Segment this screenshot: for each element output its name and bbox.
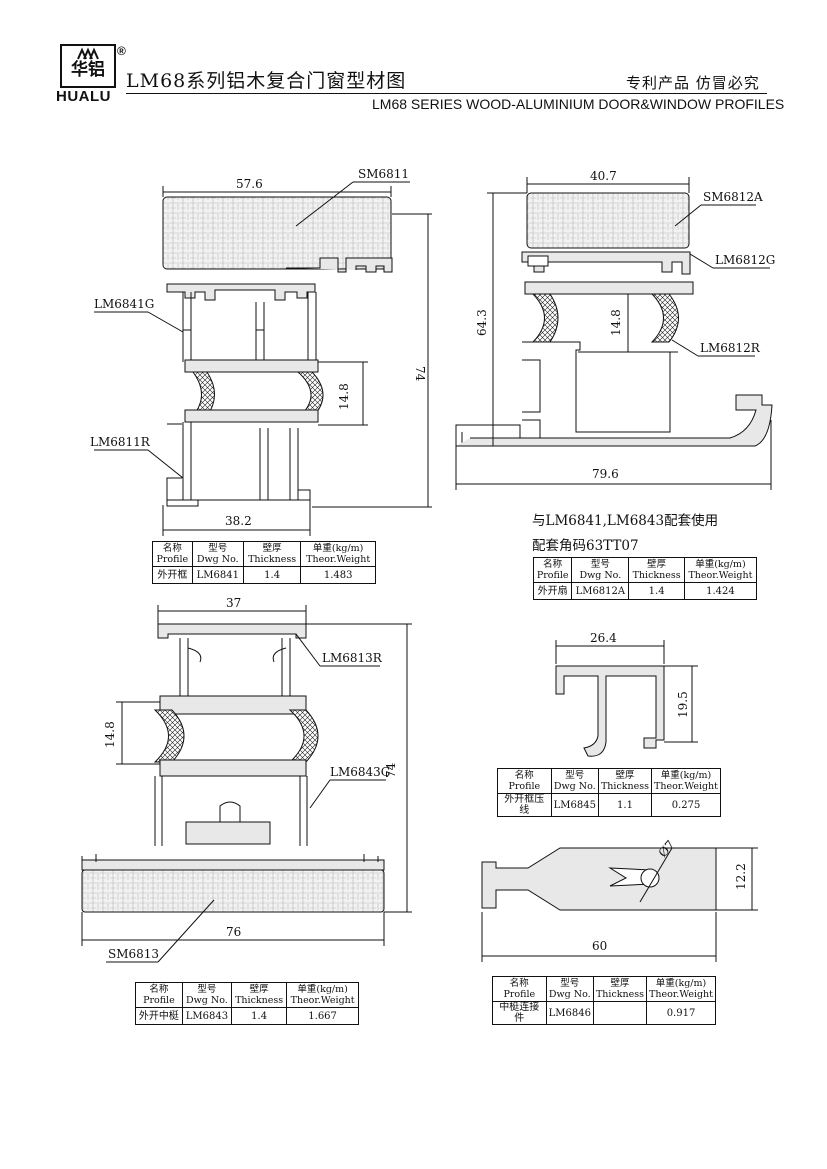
drawing-lm6812a	[455, 192, 773, 447]
cell-weight: 1.424	[683, 582, 758, 600]
cell-thickness: 1.4	[628, 582, 685, 600]
dim3-width-top: 37	[226, 596, 241, 610]
drawing-lm6846	[481, 847, 717, 911]
cell-dwg: LM6845	[550, 793, 599, 817]
drawing-lm6845	[555, 665, 665, 757]
label-lm6812r: LM6812R	[700, 341, 761, 355]
label-sm6813: SM6813	[108, 947, 159, 961]
cell-dwg: LM6846	[545, 1001, 594, 1025]
logo-mark-icon	[77, 47, 99, 60]
cell-weight: 0.275	[651, 793, 721, 817]
cell-thickness: 1.1	[597, 793, 653, 817]
page-subtitle: LM68 SERIES WOOD-ALUMINIUM DOOR&WINDOW P…	[372, 96, 785, 112]
dim3-width-bottom: 76	[226, 925, 241, 939]
cell-profile: 外开框压线	[497, 793, 552, 817]
note-corner-code: 配套角码63TT07	[532, 538, 639, 554]
logo-chinese-name: 华铝	[71, 60, 105, 80]
label-lm6841g: LM6841G	[94, 297, 154, 311]
page-title: LM68系列铝木复合门窗型材图	[126, 70, 407, 92]
dim3-gasket: 14.8	[103, 721, 117, 748]
cell-profile: 外开扇	[532, 582, 573, 600]
cell-dwg: LM6843	[181, 1007, 233, 1025]
hdr-weight: 单重(kg/m)Theor.Weight	[646, 976, 716, 1002]
dim1-gasket: 14.8	[337, 383, 351, 410]
cell-weight: 0.917	[646, 1001, 716, 1025]
cell-weight: 1.667	[286, 1007, 359, 1025]
cell-profile: 外开框	[152, 566, 193, 584]
header-rule	[126, 93, 767, 94]
dim4-height: 19.5	[676, 691, 690, 718]
patent-notice: 专利产品 仿冒必究	[626, 74, 760, 92]
hdr-weight: 单重(kg/m)Theor.Weight	[300, 541, 376, 567]
dim2-width-top: 40.7	[590, 169, 617, 183]
hdr-weight: 单重(kg/m)Theor.Weight	[286, 982, 359, 1008]
cell-thickness	[592, 1001, 648, 1025]
drawing-lm6841	[162, 196, 393, 507]
hualu-logo: 华铝	[60, 44, 116, 88]
note-use-with: 与LM6841,LM6843配套使用	[532, 513, 719, 529]
registered-mark: ®	[117, 44, 126, 58]
dim5-height: 12.2	[734, 863, 748, 890]
hdr-weight: 单重(kg/m)Theor.Weight	[651, 768, 721, 794]
cell-thickness: 1.4	[242, 566, 302, 584]
cell-weight: 1.483	[300, 566, 376, 584]
label-lm6811r: LM6811R	[90, 435, 151, 449]
cell-thickness: 1.4	[231, 1007, 288, 1025]
hdr-weight: 单重(kg/m)Theor.Weight	[683, 557, 758, 583]
label-lm6813r: LM6813R	[322, 651, 383, 665]
label-sm6811: SM6811	[358, 167, 409, 181]
dim2-height: 64.3	[475, 309, 489, 336]
dim5-width: 60	[592, 939, 607, 953]
label-lm6843g: LM6843G	[330, 765, 390, 779]
dim1-width-top: 57.6	[236, 177, 263, 191]
dim2-gasket: 14.8	[609, 309, 623, 336]
label-lm6812g: LM6812G	[715, 253, 775, 267]
dim4-width: 26.4	[590, 631, 617, 645]
dim1-width-bottom: 38.2	[225, 514, 252, 528]
cell-dwg: LM6812A	[571, 582, 630, 600]
drawing-lm6843	[81, 623, 385, 913]
cell-dwg: LM6841	[191, 566, 244, 584]
logo-english-name: HUALU	[56, 88, 111, 105]
cell-profile: 外开中梃	[135, 1007, 183, 1025]
dim1-height: 74	[413, 366, 427, 382]
cell-profile: 中梃连接件	[492, 1001, 547, 1025]
label-sm6812a: SM6812A	[703, 190, 763, 204]
dim2-width-bottom: 79.6	[592, 467, 619, 481]
dim3-height: 74	[384, 762, 398, 778]
